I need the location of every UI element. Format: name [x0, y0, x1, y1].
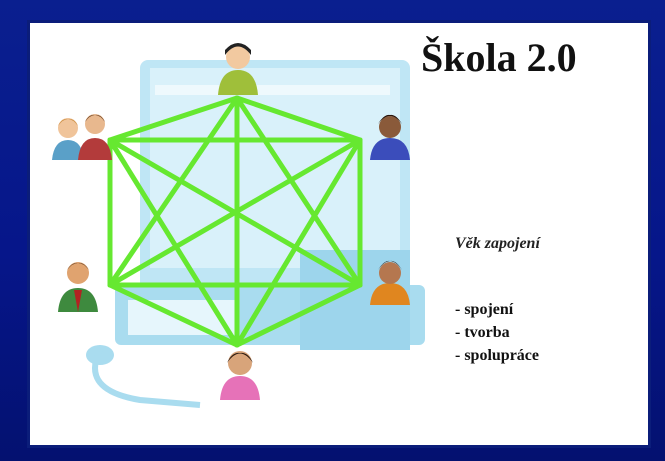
couple-top-left-icon	[52, 114, 112, 160]
bullet-item: - tvorba	[455, 324, 510, 341]
bullet-item: - spolupráce	[455, 347, 539, 364]
slide-title: Škola 2.0	[421, 35, 577, 80]
slide-subtitle: Věk zapojení	[455, 235, 540, 252]
bullet-list: - spojení - tvorba - spolupráce	[455, 298, 539, 367]
person-top-right-icon	[370, 114, 410, 160]
network-lines	[107, 95, 363, 348]
bullet-item: - spojení	[455, 301, 514, 318]
person-bottom-left-icon	[58, 262, 98, 312]
computer-illustration	[86, 60, 425, 408]
person-bottom-right-icon	[370, 260, 410, 305]
person-bottom-icon	[220, 351, 260, 400]
person-top-icon	[218, 43, 258, 95]
